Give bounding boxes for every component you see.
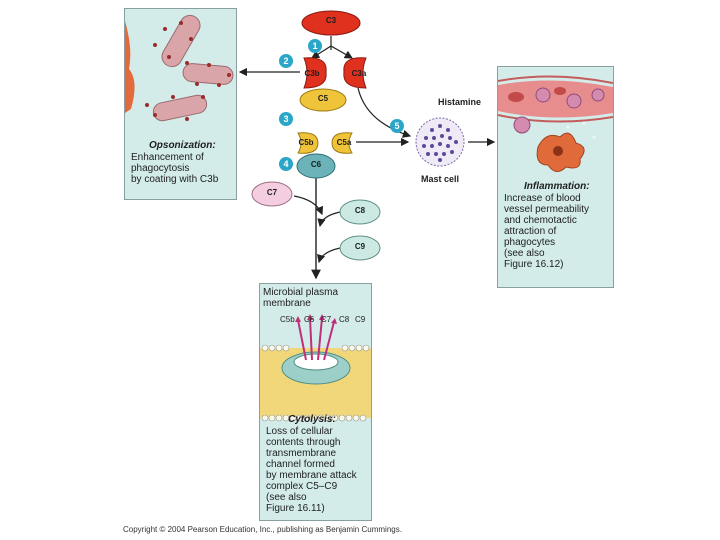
- mac-label-c5b: C5b: [280, 315, 295, 324]
- c3b-protein: [303, 57, 327, 89]
- inflammation-title: Inflammation:: [524, 181, 590, 192]
- cytolysis-title: Cytolysis:: [288, 414, 336, 425]
- c5-label: C5: [317, 94, 329, 103]
- c6-label: C6: [310, 160, 322, 169]
- inflammation-description: Increase of blood vessel permeability an…: [504, 193, 590, 270]
- c8-protein: [339, 199, 381, 225]
- c9-label: C9: [354, 242, 366, 251]
- c3b-label: C3b: [304, 69, 320, 78]
- c6-protein: [296, 153, 336, 179]
- arrow-c7-join: [293, 195, 324, 216]
- c7-protein: [251, 181, 293, 207]
- histamine-granules: [422, 124, 458, 162]
- cytolysis-membrane-label: Microbial plasma membrane: [263, 287, 339, 309]
- opsonization-description: Enhancement of phagocytosis by coating w…: [131, 152, 219, 185]
- c9-protein: [339, 235, 381, 261]
- c3b-coating-dots: [145, 21, 231, 121]
- membrane-attack-complex-illustration: [260, 314, 371, 422]
- c7-label: C7: [266, 188, 278, 197]
- c5b-protein: [297, 132, 319, 154]
- c3-label: C3: [325, 16, 337, 25]
- c5b-label: C5b: [298, 138, 314, 147]
- arrow-c3a-to-mast-cell: [357, 87, 412, 138]
- blood-vessel: [498, 80, 613, 118]
- histamine-label: Histamine: [438, 97, 482, 107]
- mac-label-c8: C8: [339, 315, 350, 324]
- phagocyte-edge: [125, 21, 135, 113]
- step-2-badge: 2: [279, 54, 293, 68]
- phagocyte-migrating: [513, 116, 531, 134]
- c3-protein: [301, 10, 361, 36]
- opsonization-panel: Opsonization: Enhancement of phagocytosi…: [124, 8, 237, 200]
- c3a-label: C3a: [351, 69, 367, 78]
- step-5-badge: 5: [390, 119, 404, 133]
- cytolysis-panel: Microbial plasma membrane: [259, 283, 372, 521]
- bacterium-1: [161, 14, 201, 68]
- inflammation-panel: Inflammation: Increase of blood vessel p…: [497, 66, 614, 288]
- cytolysis-description: Loss of cellular contents through transm…: [266, 426, 357, 514]
- mac-label-c7: C7: [321, 315, 332, 324]
- step-1-badge: 1: [308, 39, 322, 53]
- c3a-protein: [343, 57, 367, 89]
- arrow-c8-join: [317, 211, 341, 228]
- opsonization-bacteria-illustration: [125, 14, 234, 122]
- inflammation-blood-vessel-illustration: [498, 75, 613, 172]
- c5-protein: [299, 88, 347, 112]
- blood-cells: [508, 87, 605, 109]
- escaping-contents-arrows: [297, 317, 335, 361]
- mac-label-c9: C9: [355, 315, 366, 324]
- arrow-c9-join: [317, 247, 341, 264]
- phospholipid-heads-bottom: [261, 414, 367, 422]
- c5a-label: C5a: [336, 138, 352, 147]
- phospholipid-heads-top: [261, 344, 370, 352]
- mast-cell-label: Mast cell: [421, 174, 460, 184]
- opsonization-title: Opsonization:: [149, 140, 216, 151]
- c8-label: C8: [354, 206, 366, 215]
- step-4-badge: 4: [279, 157, 293, 171]
- copyright-notice: Copyright © 2004 Pearson Education, Inc.…: [123, 525, 402, 534]
- mac-label-c6: C6: [304, 315, 315, 324]
- step-3-badge: 3: [279, 112, 293, 126]
- c5a-protein: [331, 132, 353, 154]
- mast-cell: [415, 117, 465, 167]
